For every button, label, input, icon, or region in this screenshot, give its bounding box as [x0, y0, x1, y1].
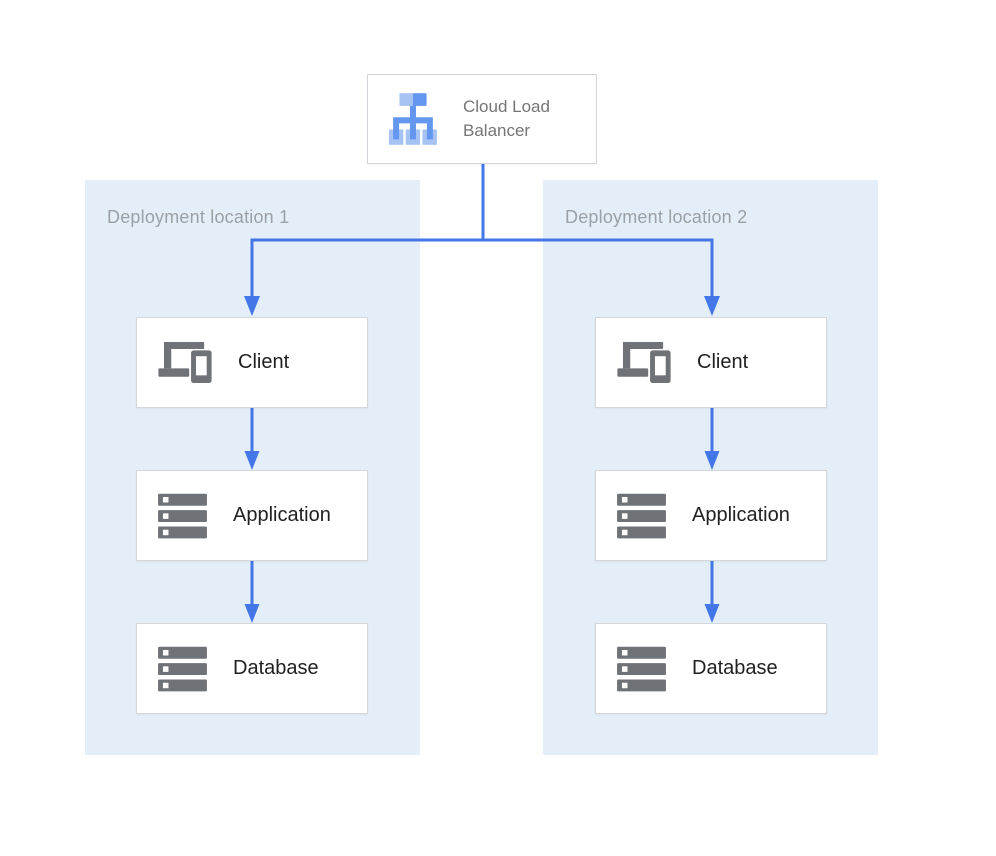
application-node-2: Application	[595, 470, 827, 561]
client-label-2: Client	[697, 351, 749, 373]
database-label-1: Database	[233, 657, 319, 679]
devices-icon	[158, 341, 212, 384]
storage-icon	[617, 493, 666, 538]
database-node-1: Database	[136, 623, 368, 714]
database-label-2: Database	[692, 657, 778, 679]
deployment-location-1-label: Deployment location 1	[107, 207, 290, 227]
cloud-load-balancer-label: Cloud Load Balancer	[463, 97, 550, 140]
client-label-1: Client	[238, 351, 290, 373]
cloud-load-balancer-node: Cloud Load Balancer	[367, 74, 597, 164]
database-node-2: Database	[595, 623, 827, 714]
application-label-2: Application	[692, 504, 790, 526]
devices-icon	[617, 341, 671, 384]
client-node-2: Client	[595, 317, 827, 408]
storage-icon	[158, 493, 207, 538]
storage-icon	[617, 646, 666, 691]
application-label-1: Application	[233, 504, 331, 526]
load-balancer-icon	[388, 93, 437, 145]
application-node-1: Application	[136, 470, 368, 561]
deployment-location-2-label: Deployment location 2	[565, 207, 748, 227]
client-node-1: Client	[136, 317, 368, 408]
storage-icon	[158, 646, 207, 691]
